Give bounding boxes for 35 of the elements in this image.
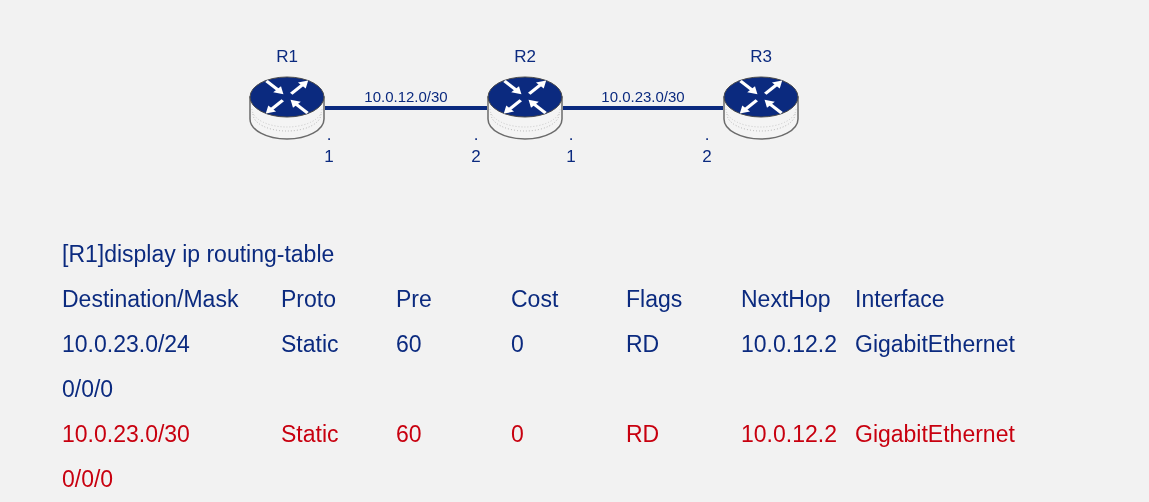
- column-header: Interface: [855, 284, 945, 313]
- route-value: 0/0/0: [62, 374, 114, 403]
- highlighted-route-value: 10.0.12.2: [741, 419, 837, 448]
- interface-label: .1: [324, 124, 334, 168]
- route-value: 60: [396, 329, 422, 358]
- column-header: Destination/Mask: [62, 284, 239, 313]
- command-line: [R1]display ip routing-table: [62, 239, 335, 268]
- route-value: RD: [626, 329, 660, 358]
- route-value: 10.0.12.2: [741, 329, 837, 358]
- subnet-label: 10.0.23.0/30: [601, 88, 685, 106]
- router-label: R3: [750, 47, 772, 67]
- route-value: GigabitEthernet: [855, 329, 1015, 358]
- route-value: Static: [281, 329, 339, 358]
- column-header: Cost: [511, 284, 559, 313]
- column-header: Proto: [281, 284, 336, 313]
- highlighted-route-value: 10.0.23.0/30: [62, 419, 190, 448]
- highlighted-route-value: GigabitEthernet: [855, 419, 1015, 448]
- interface-label: .2: [702, 124, 712, 168]
- highlighted-route-value: 0: [511, 419, 524, 448]
- interface-label: .1: [566, 124, 576, 168]
- subnet-label: 10.0.12.0/30: [364, 88, 448, 106]
- route-value: 0: [511, 329, 524, 358]
- highlighted-route-value: RD: [626, 419, 660, 448]
- column-header: Flags: [626, 284, 683, 313]
- highlighted-route-value: 60: [396, 419, 422, 448]
- column-header: NextHop: [741, 284, 831, 313]
- highlighted-route-value: 0/0/0: [62, 464, 114, 493]
- router-label: R2: [514, 47, 536, 67]
- link-line: [563, 106, 723, 110]
- column-header: Pre: [396, 284, 432, 313]
- interface-label: .2: [471, 124, 481, 168]
- link-line: [325, 106, 487, 110]
- router-label: R1: [276, 47, 298, 67]
- route-value: 10.0.23.0/24: [62, 329, 190, 358]
- highlighted-route-value: Static: [281, 419, 339, 448]
